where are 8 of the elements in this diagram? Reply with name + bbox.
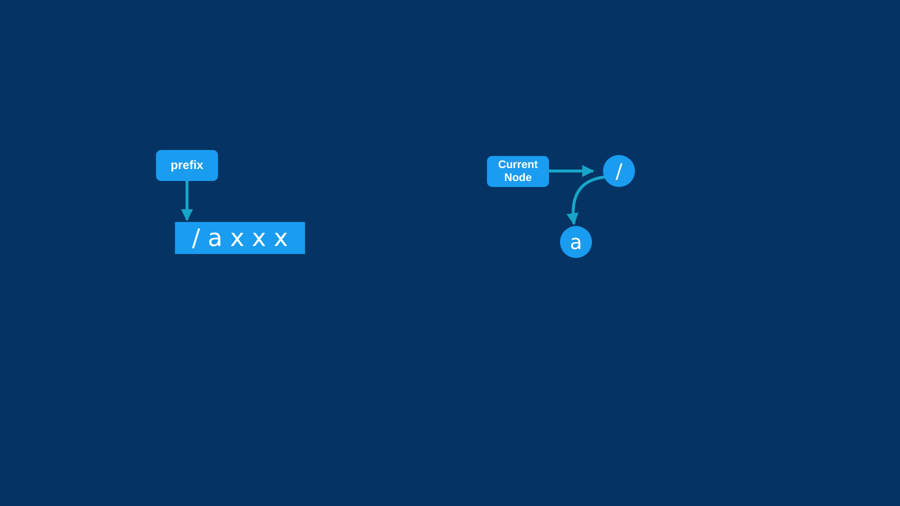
tree-node-circle: a (560, 226, 592, 258)
label-box: prefix (156, 150, 218, 181)
arrow (566, 176, 606, 226)
arrow (549, 165, 594, 177)
highlighted-string: / a x x x (175, 222, 305, 254)
label-box: Current Node (487, 156, 549, 187)
tree-node-circle: / (603, 155, 635, 187)
arrow (181, 181, 193, 222)
